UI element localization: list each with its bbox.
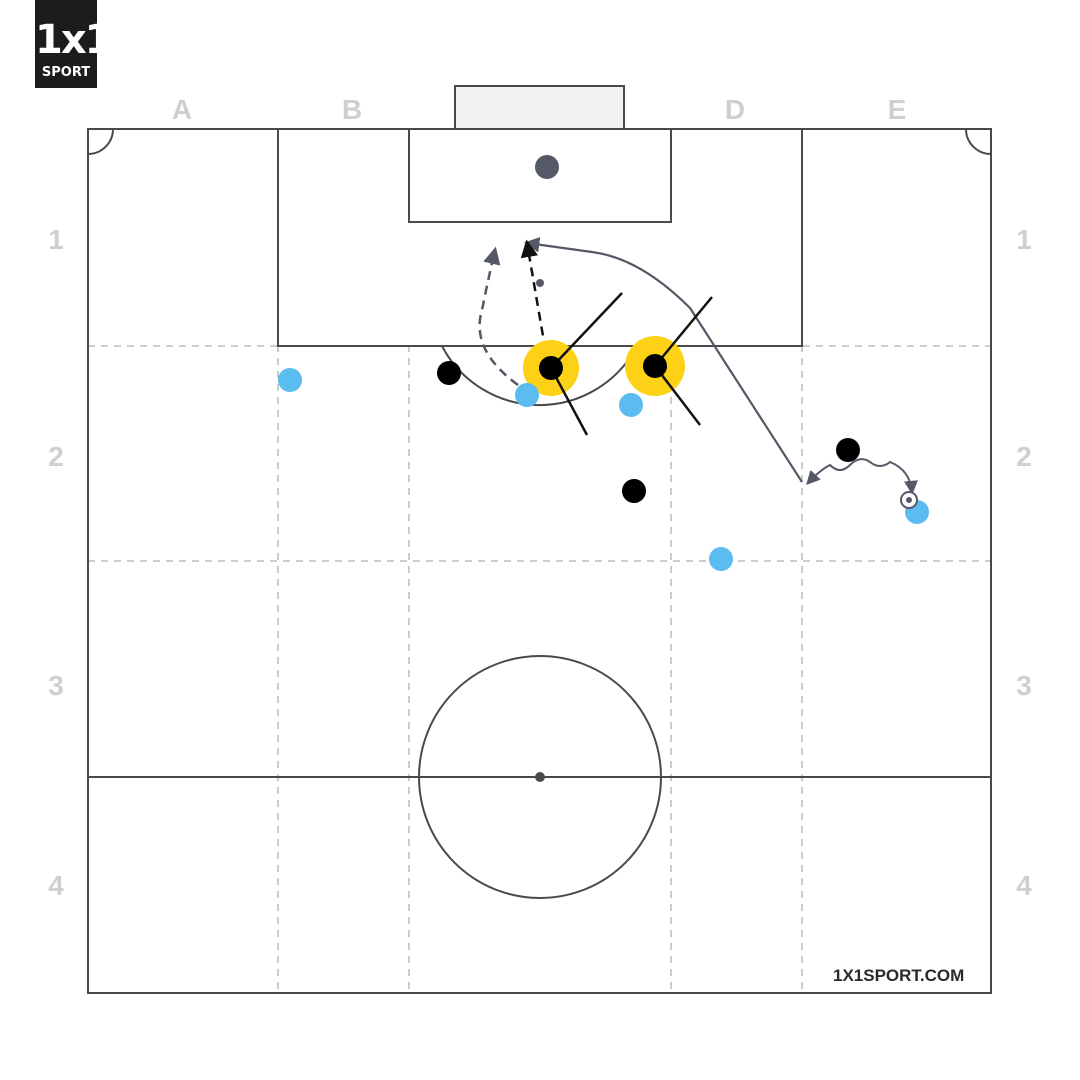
run-arrow-left: [478, 246, 519, 387]
body-orientation-lines: [549, 292, 713, 436]
cross-arrow: [523, 237, 803, 483]
row-label-2-left: 2: [48, 441, 64, 472]
column-label-e: E: [887, 94, 907, 125]
defender: [643, 354, 667, 378]
penalty-arc: [441, 345, 638, 407]
attackers: [278, 368, 929, 571]
row-label-4-right: 4: [1016, 870, 1032, 901]
defender: [622, 479, 646, 503]
defender: [539, 356, 563, 380]
row-label-1-right: 1: [1016, 224, 1032, 255]
goalkeeper: [535, 155, 559, 179]
pitch-markings: [87, 85, 992, 994]
column-label-a: A: [171, 94, 193, 125]
row-label-3-right: 3: [1016, 670, 1032, 701]
corner-arc-right: [965, 128, 992, 155]
ball: [900, 491, 918, 509]
row-label-1-left: 1: [48, 224, 64, 255]
penalty-spot: [536, 279, 544, 287]
center-spot: [535, 772, 545, 782]
row-label-3-left: 3: [48, 670, 64, 701]
column-label-d: D: [724, 94, 746, 125]
goal: [454, 85, 625, 130]
goal-area: [408, 128, 672, 223]
zone-grid: [88, 345, 991, 993]
row-label-4-left: 4: [48, 870, 64, 901]
logo-word: SPORT: [41, 65, 91, 80]
attacker: [619, 393, 643, 417]
attacker: [278, 368, 302, 392]
dribble-arrow: [806, 458, 918, 495]
attacker: [709, 547, 733, 571]
corner-arc-left: [87, 128, 114, 155]
website-label: 1X1SPORT.COM: [833, 966, 965, 985]
defenders: [437, 354, 860, 503]
defender: [437, 361, 461, 385]
column-label-b: B: [341, 94, 363, 125]
attacker: [515, 383, 539, 407]
defender: [836, 438, 860, 462]
row-label-2-right: 2: [1016, 441, 1032, 472]
center-circle: [418, 655, 662, 899]
